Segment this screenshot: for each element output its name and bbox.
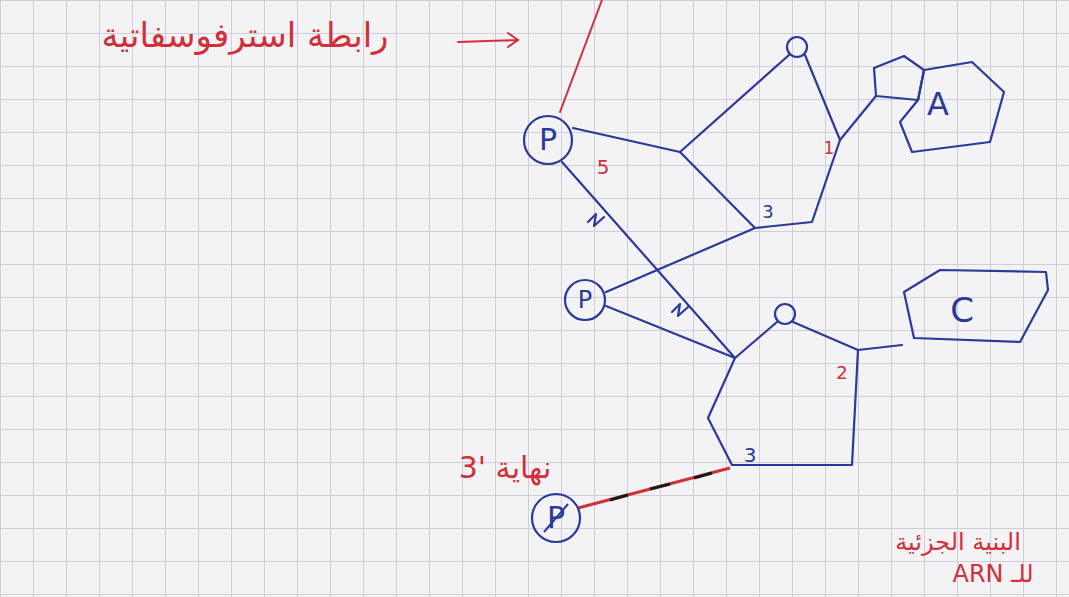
caption-text: للـ ARN bbox=[953, 561, 1034, 587]
oxygen-circle bbox=[787, 37, 807, 57]
removed-bond bbox=[610, 473, 712, 500]
ribose-ring bbox=[680, 55, 840, 228]
leader-arrow bbox=[458, 33, 518, 47]
caption-text: البنية الجزئية bbox=[895, 529, 1021, 555]
leader-line bbox=[560, 0, 602, 112]
node-letter: P bbox=[547, 503, 565, 533]
bond-line bbox=[606, 306, 735, 358]
bond-line bbox=[562, 162, 735, 358]
carbon-number: 3 bbox=[744, 444, 757, 466]
carbon-number: 5 bbox=[597, 156, 610, 178]
zigzag-mark bbox=[588, 214, 688, 316]
carbon-number: 3 bbox=[762, 202, 773, 222]
bond-line bbox=[573, 128, 680, 152]
phosphate-circle: P bbox=[522, 114, 574, 166]
bond-line bbox=[858, 345, 902, 350]
bond-line bbox=[840, 96, 876, 140]
removed-bond bbox=[578, 468, 730, 508]
end-annotation: نهاية '3 bbox=[459, 451, 552, 484]
node-outline bbox=[900, 268, 1052, 348]
bond-annotation: رابطة استرفوسفاتية bbox=[101, 17, 388, 54]
base-shape: C bbox=[900, 268, 1052, 348]
base-shape: A bbox=[868, 52, 1010, 156]
phosphate-circle: P bbox=[530, 492, 582, 544]
node-letter: A bbox=[927, 88, 949, 120]
node-letter: P bbox=[539, 125, 557, 155]
node-letter: C bbox=[950, 293, 974, 327]
carbon-number: 1 bbox=[824, 139, 835, 158]
node-letter: P bbox=[578, 288, 592, 312]
carbon-number: 2 bbox=[836, 363, 847, 383]
ribose-ring bbox=[708, 322, 858, 465]
phosphate-circle: P bbox=[563, 278, 607, 322]
oxygen-circle bbox=[775, 304, 795, 324]
